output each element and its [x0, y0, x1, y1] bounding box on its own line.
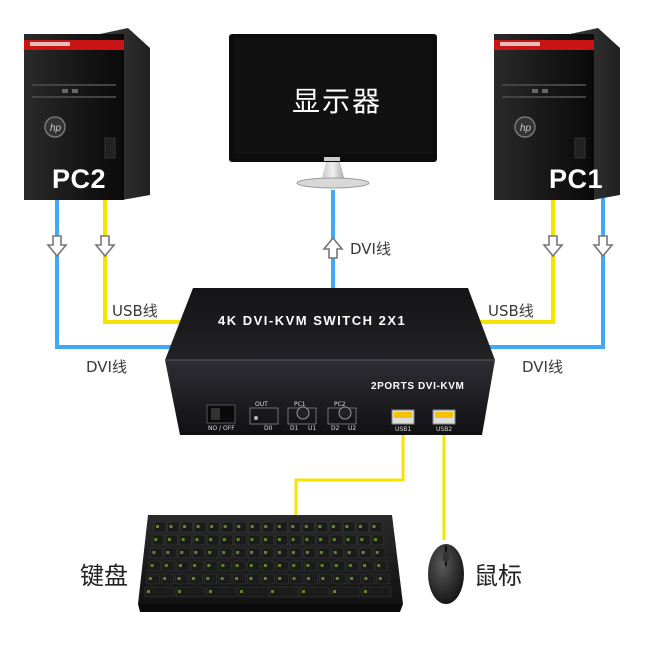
down-arrow-icon [94, 235, 116, 258]
port-u2-label: U2 [348, 425, 357, 432]
dvi-cable-right [470, 195, 605, 349]
pc-right-tower: hp [494, 28, 620, 200]
svg-text:hp: hp [50, 123, 62, 134]
mouse [428, 544, 464, 604]
dvi-left-cable-label: DVI线 [86, 358, 127, 376]
svg-text:hp: hp [520, 123, 532, 134]
monitor [229, 34, 437, 189]
up-arrow-icon [322, 236, 344, 259]
dvi-right-cable-label: DVI线 [522, 358, 563, 376]
pc1-select-button[interactable] [296, 406, 310, 420]
mouse-label: 鼠标 [474, 562, 522, 590]
usb1-label: USB1 [395, 426, 412, 433]
power-label: NO / OFF [208, 425, 235, 432]
pc1-label: PC1 [549, 164, 604, 194]
port-d1-label: D1 [290, 425, 299, 432]
pc2-label: PC2 [52, 164, 107, 194]
kvm-switch [165, 288, 495, 435]
kvm-subtitle: 2PORTS DVI-KVM [371, 381, 465, 392]
down-arrow-icon [46, 235, 68, 258]
pc2-select-button[interactable] [338, 406, 352, 420]
hp-logo-icon [44, 116, 66, 138]
pc2-button-label: PC2 [334, 401, 346, 408]
out-label: OUT [255, 401, 268, 408]
pc-left-tower: hp [24, 28, 150, 200]
pc1-button-label: PC1 [294, 401, 306, 408]
keyboard-label: 键盘 [80, 562, 128, 590]
port-d0-label: D0 [264, 425, 273, 432]
usb-cable-keyboard [294, 430, 405, 515]
usb-left-cable-label: USB线 [112, 302, 158, 320]
usb2-label: USB2 [436, 426, 453, 433]
down-arrow-icon [542, 235, 564, 258]
port-d2-label: D2 [331, 425, 340, 432]
port-u1-label: U1 [308, 425, 317, 432]
keyboard [138, 515, 403, 612]
hp-logo-icon [514, 116, 536, 138]
down-arrow-icon [592, 235, 614, 258]
dvi-monitor-cable-label: DVI线 [350, 240, 391, 258]
kvm-title: 4K DVI-KVM SWITCH 2X1 [218, 313, 407, 328]
monitor-label: 显示器 [292, 85, 383, 118]
usb-right-cable-label: USB线 [488, 302, 534, 320]
dvi-cable-left [55, 195, 200, 349]
